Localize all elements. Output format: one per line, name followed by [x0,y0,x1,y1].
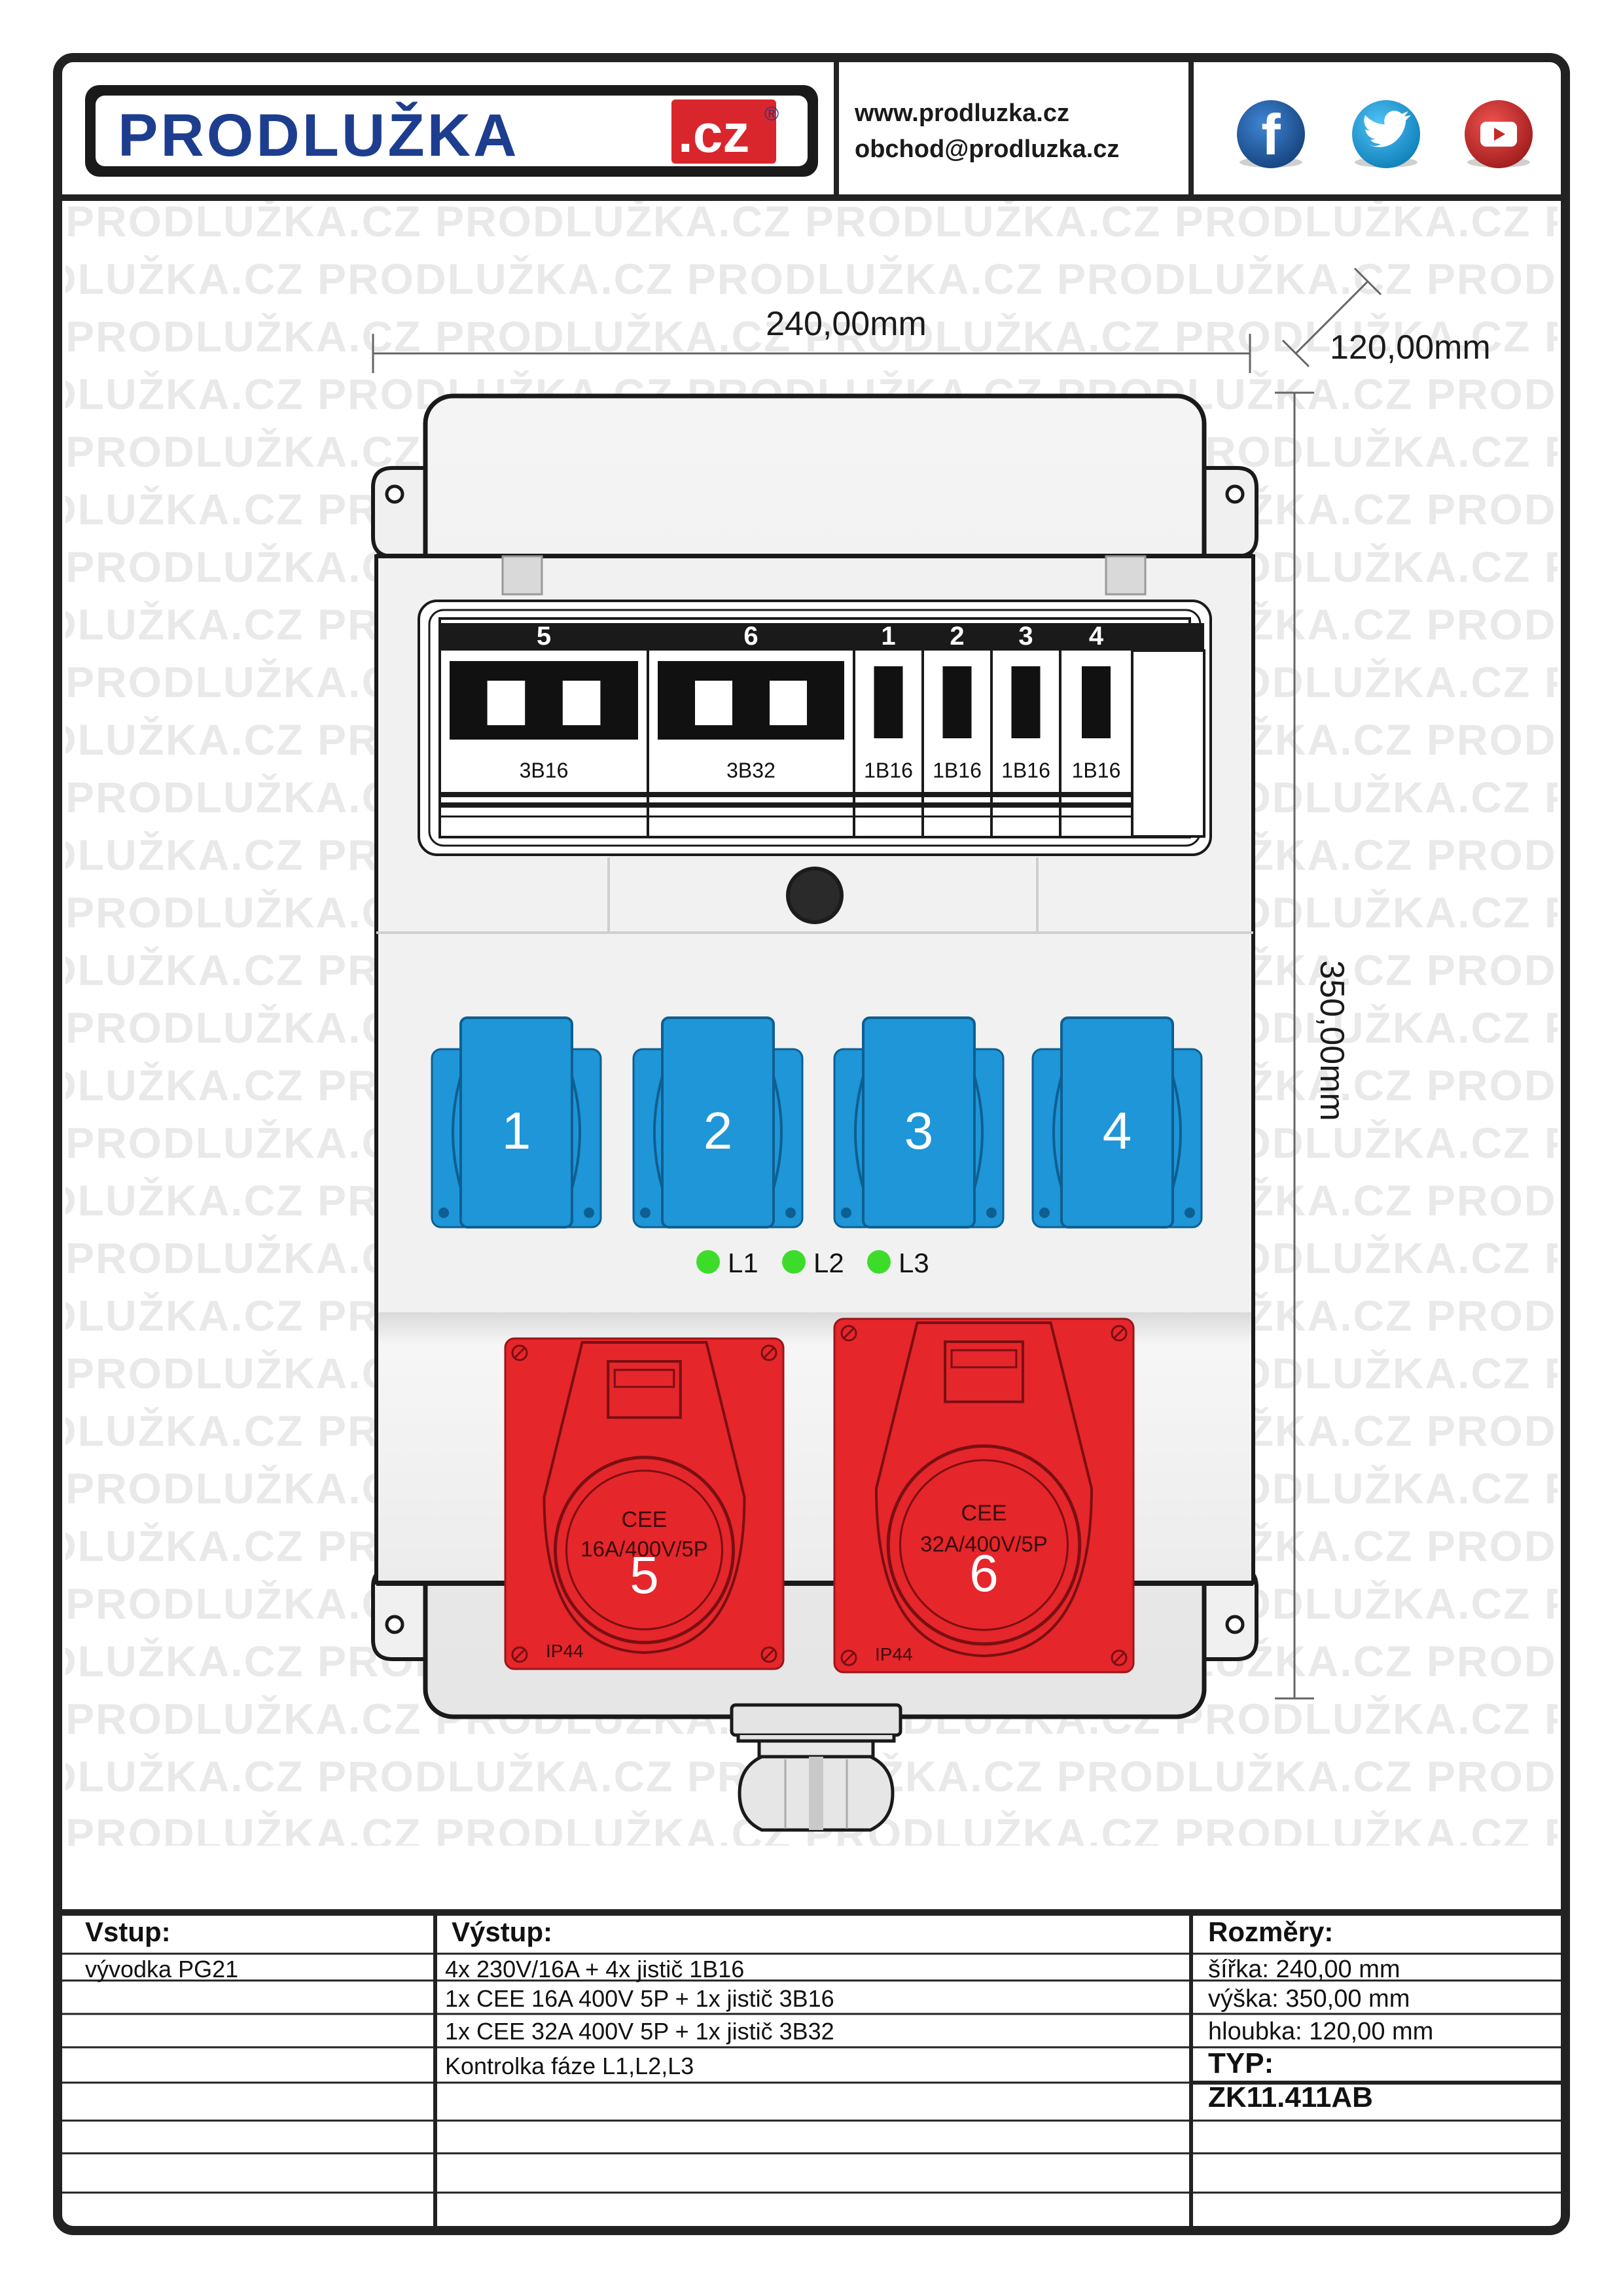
sheet-frame [53,53,1570,2235]
ip-rating: IP44 [546,1641,584,1661]
depth-label: 120,00mm [1330,329,1491,367]
input-title: Vstup: [85,1916,171,1947]
socket-1[interactable]: 1 [431,1016,602,1229]
output-line: 1x CEE 32A 400V 5P + 1x jistič 3B32 [445,2018,834,2045]
output-line: 4x 230V/16A + 4x jistič 1B16 [445,1956,745,1982]
dimension-width: šířka: 240,00 mm [1208,1956,1400,1983]
watermark-row: PRODLUŽKA.CZ PRODLUŽKA.CZ PRODLUŽKA.CZ P… [65,197,1558,245]
dimension-height: výška: 350,00 mm [1208,1985,1410,2013]
socket-number: 3 [904,1102,934,1160]
breaker-toggle[interactable] [1082,666,1111,738]
breaker-number: 3 [1018,622,1033,651]
breaker-number: 6 [743,622,758,651]
breaker-number: 5 [537,622,551,651]
phase-lamp-l3: L3 [867,1247,929,1278]
cee-spec: 32A/400V/5P [920,1532,1048,1556]
width-label: 240,00mm [766,305,927,343]
lamp-label: L1 [728,1247,758,1278]
phase-lamps: L1 L2 L3 [696,1247,929,1278]
cee-spec: 16A/400V/5P [580,1537,708,1561]
brand-logo[interactable]: PRODLUŽKA .cz ® [85,85,818,177]
ip-rating: IP44 [875,1644,913,1664]
type-title: TYP: [1208,2047,1274,2079]
dimension-depth: hloubka: 120,00 mm [1208,2018,1434,2045]
breaker-6: 6 3B32 [658,622,855,836]
breaker-rating: 1B16 [1001,759,1050,782]
socket-3[interactable]: 3 [833,1016,1005,1229]
website-link[interactable]: www.prodluzka.cz [854,99,1069,127]
cee-label: CEE [961,1501,1007,1526]
lamp-label: L2 [813,1247,844,1278]
lamp-label: L3 [899,1247,929,1278]
socket-number: 1 [502,1102,531,1160]
logo-registered: ® [764,103,779,125]
breaker-3: 3 1B16 [1001,622,1061,836]
breaker-5: 5 3B16 [450,622,649,836]
breaker-toggle[interactable] [658,661,844,740]
twitter-icon[interactable] [1352,100,1420,168]
breaker-toggle[interactable] [874,666,903,738]
breaker-toggle[interactable] [450,661,638,740]
email-link[interactable]: obchod@prodluzka.cz [855,135,1119,163]
depth-dimension: 120,00mm [1281,267,1491,368]
breaker-rating: 3B32 [726,759,776,782]
dimensions-title: Rozměry: [1208,1916,1334,1947]
width-dimension: 240,00mm [372,305,1251,373]
breaker-1: 1 1B16 [864,622,924,836]
output-title: Výstup: [452,1916,553,1947]
breaker-rating: 3B16 [520,759,569,782]
breaker-rating: 1B16 [933,759,982,782]
socket-row: 1 2 3 4 [431,1016,1203,1229]
breaker-rating: 1B16 [1072,759,1121,782]
socket-4[interactable]: 4 [1031,1016,1203,1229]
breaker-2: 2 1B16 [933,622,993,836]
phase-lamp-l1: L1 [696,1247,758,1278]
svg-text:f: f [1261,102,1281,167]
breaker-number: 2 [950,622,964,651]
facebook-icon[interactable]: f [1237,100,1305,168]
type-value: ZK11.411AB [1208,2081,1373,2113]
cee-label: CEE [622,1507,668,1532]
cee-number: 5 [630,1546,659,1604]
output-line: 1x CEE 16A 400V 5P + 1x jistič 3B16 [445,1985,834,2012]
phase-lamp-l2: L2 [782,1247,844,1278]
height-label: 350,00mm [1313,960,1351,1121]
watermark-row: PRODLUŽKA.CZ PRODLUŽKA.CZ PRODLUŽKA.CZ P… [65,255,1558,303]
logo-cz-badge [671,99,776,164]
socket-2[interactable]: 2 [632,1016,804,1229]
input-line: vývodka PG21 [85,1956,239,1982]
breaker-toggle[interactable] [1011,666,1041,738]
height-dimension: 350,00mm [1275,391,1351,1700]
breaker-number: 4 [1089,622,1104,651]
cable-gland [730,1703,902,1832]
breaker-toggle[interactable] [942,666,972,738]
logo-suffix: .cz [678,104,749,164]
breaker-rating: 1B16 [864,759,913,782]
breaker-row: 5 3B16 6 3B32 1 1B16 2 1B16 3 1B16 4 1B16 [450,622,1133,836]
output-line: Kontrolka fáze L1,L2,L3 [445,2053,694,2079]
socket-number: 4 [1103,1102,1132,1160]
breaker-number: 1 [881,622,895,651]
breaker-4: 4 1B16 [1072,622,1133,836]
logo-text: PRODLUŽKA [118,101,520,169]
youtube-icon[interactable] [1465,100,1533,168]
cee-number: 6 [969,1544,999,1602]
socket-number: 2 [704,1102,733,1160]
